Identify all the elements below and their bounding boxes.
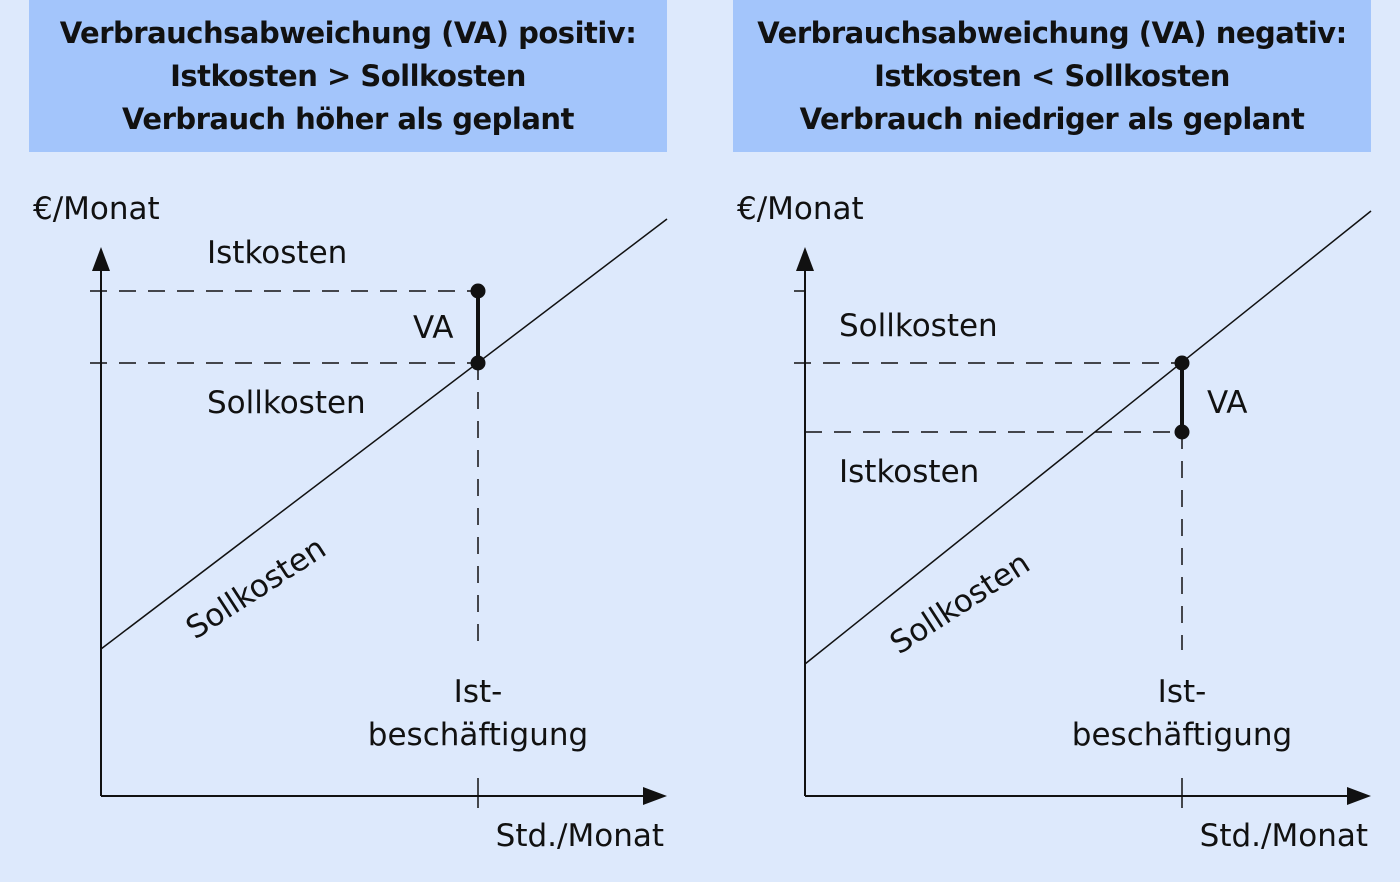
- header-condition: Istkosten > Sollkosten: [170, 59, 526, 93]
- va-label: VA: [413, 310, 453, 346]
- lower-point: [1174, 424, 1190, 440]
- panel-positive-variance: Verbrauchsabweichung (VA) positiv: Istko…: [29, 0, 668, 854]
- upper-point: [470, 283, 486, 299]
- lower-level-label: Sollkosten: [207, 385, 366, 421]
- sollkosten-line: [100, 218, 668, 650]
- panel-negative-variance: Verbrauchsabweichung (VA) negativ: Istko…: [704, 0, 1400, 882]
- lower-point: [470, 355, 486, 371]
- header-condition: Istkosten < Sollkosten: [874, 59, 1230, 93]
- va-label: VA: [1207, 385, 1247, 421]
- y-axis-arrow-icon: [796, 247, 814, 271]
- employment-label-line1: Ist-: [454, 674, 503, 710]
- y-axis-arrow-icon: [92, 247, 110, 271]
- lower-level-label: Istkosten: [839, 454, 979, 490]
- header-box-positive: Verbrauchsabweichung (VA) positiv: Istko…: [29, 0, 667, 152]
- employment-label-line2: beschäftigung: [1072, 717, 1292, 753]
- y-axis-label: €/Monat: [33, 191, 160, 227]
- header-box-negative: Verbrauchsabweichung (VA) negativ: Istko…: [733, 0, 1371, 152]
- header-title: Verbrauchsabweichung (VA) positiv:: [59, 16, 637, 50]
- sollkosten-line: [804, 210, 1372, 665]
- variance-diagram-positive: €/Monat Istkosten VA Sollkosten Sollkost…: [33, 191, 668, 854]
- x-axis-arrow-icon: [1347, 787, 1371, 805]
- y-axis-label: €/Monat: [737, 191, 864, 227]
- variance-diagram-negative: €/Monat Sollkosten VA Istkosten Sollkost…: [737, 191, 1372, 854]
- x-axis-label: Std./Monat: [1200, 818, 1368, 854]
- line-label: Sollkosten: [884, 545, 1037, 662]
- header-description: Verbrauch höher als geplant: [122, 102, 574, 136]
- header-title: Verbrauchsabweichung (VA) negativ:: [757, 16, 1347, 50]
- x-axis-label: Std./Monat: [496, 818, 664, 854]
- upper-level-label: Istkosten: [207, 235, 347, 271]
- line-label: Sollkosten: [180, 530, 333, 647]
- employment-label-line2: beschäftigung: [368, 717, 588, 753]
- upper-level-label: Sollkosten: [839, 308, 998, 344]
- upper-point: [1174, 355, 1190, 371]
- employment-label-line1: Ist-: [1158, 674, 1207, 710]
- x-axis-arrow-icon: [643, 787, 667, 805]
- header-description: Verbrauch niedriger als geplant: [799, 102, 1305, 136]
